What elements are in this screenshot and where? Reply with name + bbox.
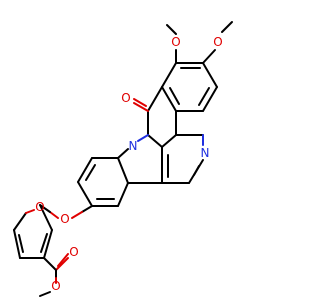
atom-o-furan: O [35,200,44,214]
pyridine-ring [161,134,204,184]
furan-ring [13,204,53,259]
atom-o-ester: O [51,279,60,293]
atom-o-carbonyl: O [121,91,130,105]
structure-canvas: O O O N N O O O O [13,21,233,297]
atom-o-methoxy-1: O [171,35,180,49]
atom-o-ether: O [60,212,69,226]
atom-o-ester-carbonyl: O [69,245,78,259]
methoxy-right [202,21,233,64]
atom-n-lactam: N [129,139,138,153]
molecule-diagram: O O O N N O O O O [13,21,233,297]
atom-n-pyridine: N [201,146,210,160]
lactam-ring [133,86,177,148]
atom-o-methoxy-2: O [213,35,222,49]
left-benzo-ring [77,157,129,207]
benzo-ring [161,62,218,112]
methoxy-left [166,24,177,64]
pyrrole-ring [117,134,163,184]
methyl-ester [39,253,69,297]
